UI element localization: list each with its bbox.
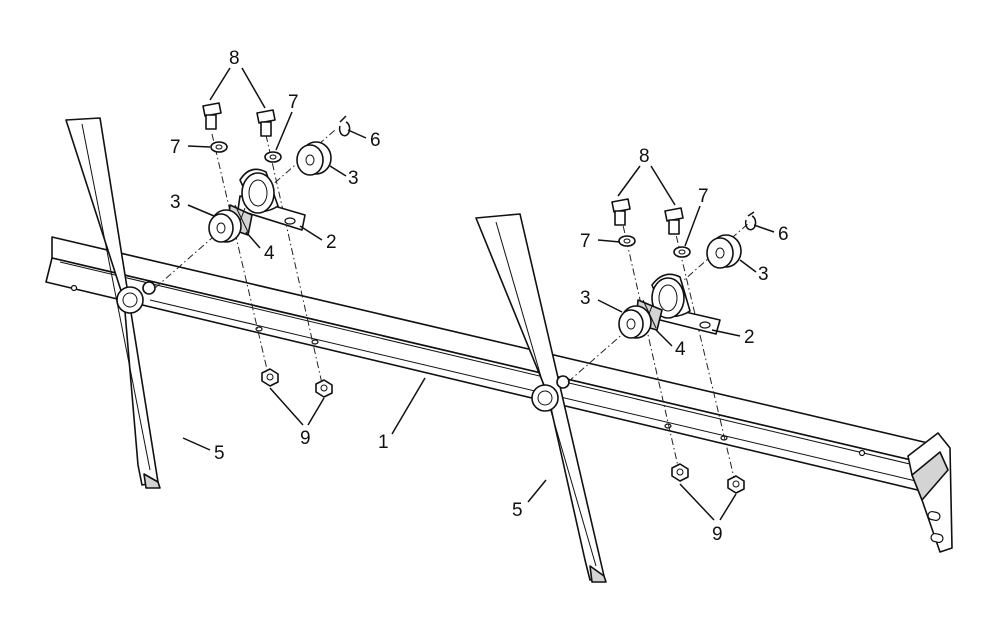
callout-7-left-b: 7 xyxy=(288,92,299,113)
nut-left-b xyxy=(315,379,333,398)
callout-2-left: 2 xyxy=(326,232,337,253)
blade-center xyxy=(475,213,607,583)
callout-7-right-b: 7 xyxy=(698,186,709,207)
washer-left-b xyxy=(264,151,282,163)
washer-right-b xyxy=(673,246,691,258)
callout-2-right: 2 xyxy=(744,327,755,348)
bolt-left-a xyxy=(202,102,222,130)
callout-3-right-lower: 3 xyxy=(580,288,591,309)
nut-left-a xyxy=(261,368,279,387)
bearing-bracket-right xyxy=(651,273,721,335)
bearing-bracket-left xyxy=(237,168,306,231)
snap-ring-left xyxy=(338,121,351,137)
angle-bar xyxy=(45,236,946,494)
callout-3-right-upper: 3 xyxy=(758,264,769,285)
washer-right-a xyxy=(618,235,636,247)
blade-left xyxy=(65,117,161,489)
hardware-group-right xyxy=(611,198,757,494)
callout-8-right: 8 xyxy=(639,146,650,167)
callout-4-left: 4 xyxy=(264,243,275,264)
callout-labels: 8 7 7 6 3 3 2 4 9 1 5 8 7 7 6 3 3 2 4 9 … xyxy=(170,48,789,545)
hardware-group-left xyxy=(202,102,351,398)
washer-left-a xyxy=(210,141,228,153)
bearing-left-lower xyxy=(208,209,242,243)
leader-lines xyxy=(182,67,775,521)
callout-6-left: 6 xyxy=(370,130,381,151)
callout-7-left-a: 7 xyxy=(170,137,181,158)
bearing-right-lower xyxy=(618,305,652,339)
nut-right-b xyxy=(727,475,745,494)
callout-5-left: 5 xyxy=(214,443,225,464)
bearing-left-upper xyxy=(296,141,332,176)
bearing-right-upper xyxy=(706,234,742,269)
callout-8-left: 8 xyxy=(229,48,240,69)
callout-7-right-a: 7 xyxy=(580,231,591,252)
callout-9-right: 9 xyxy=(712,524,723,545)
callout-5-right: 5 xyxy=(512,500,523,521)
bolt-right-a xyxy=(611,198,631,226)
snap-ring-right xyxy=(744,215,757,231)
nut-right-a xyxy=(671,463,689,482)
callout-4-right: 4 xyxy=(675,339,686,360)
callout-6-right: 6 xyxy=(778,224,789,245)
end-bracket xyxy=(907,432,953,553)
callout-3-left-lower: 3 xyxy=(170,192,181,213)
callout-9-left: 9 xyxy=(300,428,311,449)
callout-3-left-upper: 3 xyxy=(348,168,359,189)
callout-1: 1 xyxy=(378,432,389,453)
bolt-left-b xyxy=(256,109,276,137)
bolt-right-b xyxy=(664,207,684,235)
